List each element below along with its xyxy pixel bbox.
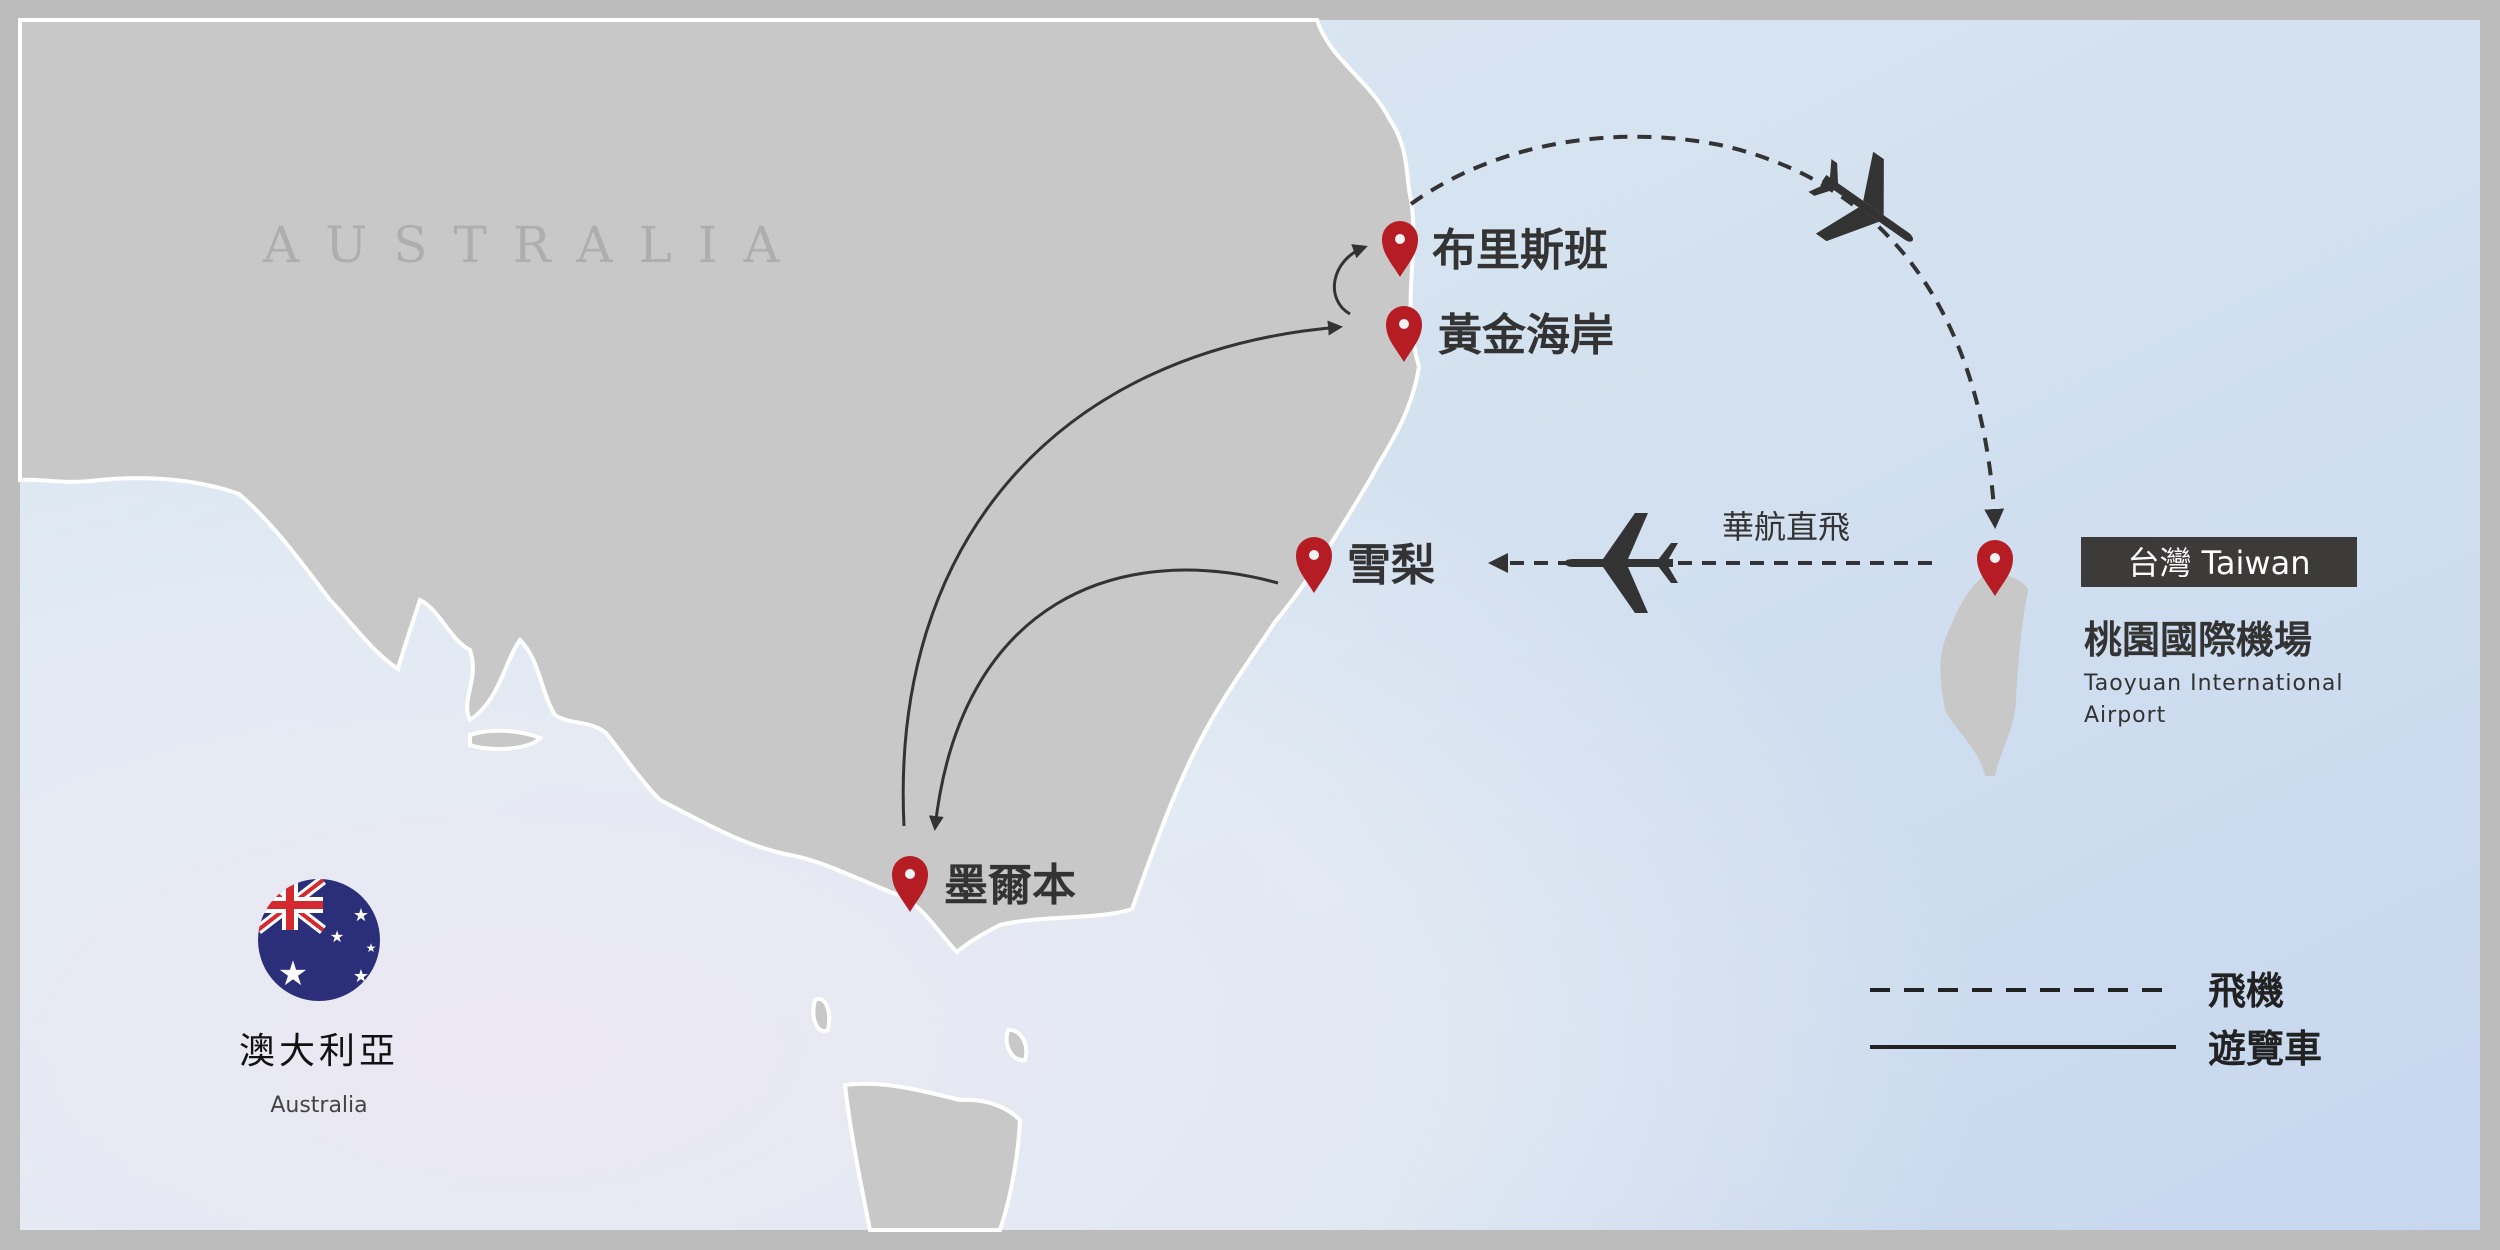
- airport-name-en-2: Airport: [2084, 703, 2166, 728]
- bus-route-sydney-melbourne: [928, 568, 1279, 831]
- australia-flag-icon: ★ ★ ★ ★ ★: [258, 879, 380, 1001]
- city-label-gold-coast: 黃金海岸: [1438, 310, 1614, 361]
- taiwan-badge-text: 台灣 Taiwan: [2128, 544, 2311, 582]
- city-label-melbourne: 墨爾本: [944, 860, 1076, 911]
- svg-text:★: ★: [278, 954, 308, 994]
- pin-gold-coast[interactable]: [1386, 306, 1422, 362]
- pin-brisbane[interactable]: [1382, 221, 1418, 277]
- svg-text:★: ★: [366, 941, 377, 955]
- pin-melbourne[interactable]: [892, 856, 928, 912]
- kangaroo-island: [468, 728, 544, 751]
- region-label: AUSTRALIA: [262, 216, 806, 274]
- airport-name-zh: 桃園國際機場: [2084, 618, 2312, 662]
- svg-text:★: ★: [330, 927, 344, 946]
- legend-label-plane: 飛機: [2208, 969, 2284, 1013]
- svg-text:★: ★: [353, 905, 369, 926]
- tasmania: [842, 1081, 1023, 1232]
- plane-icon: [1808, 151, 1913, 242]
- bus-route-melbourne-goldcoast: [901, 320, 1343, 827]
- taiwan-badge: [2081, 537, 2357, 587]
- pin-sydney[interactable]: [1296, 537, 1332, 593]
- route-label: 華航直飛: [1722, 508, 1850, 546]
- country-name-zh: 澳大利亞: [239, 1031, 399, 1072]
- legend-label-bus: 遊覽車: [2208, 1027, 2322, 1071]
- airport-name-en-1: Taoyuan International: [2083, 671, 2344, 696]
- taiwan-island: [1940, 573, 2028, 776]
- city-label-brisbane: 布里斯班: [1432, 225, 1608, 276]
- australia-land: [18, 18, 1422, 955]
- city-label-sydney: 雪梨: [1347, 540, 1435, 591]
- island: [811, 997, 832, 1033]
- legend: 飛機 遊覽車: [1870, 969, 2322, 1071]
- bus-route-goldcoast-brisbane: [1333, 244, 1368, 316]
- flight-route-to-brisbane: [1409, 134, 2005, 529]
- plane-icon: [1564, 513, 1678, 613]
- island: [1004, 1027, 1029, 1063]
- pin-taoyuan[interactable]: [1977, 540, 2013, 596]
- country-name-en: Australia: [270, 1093, 367, 1118]
